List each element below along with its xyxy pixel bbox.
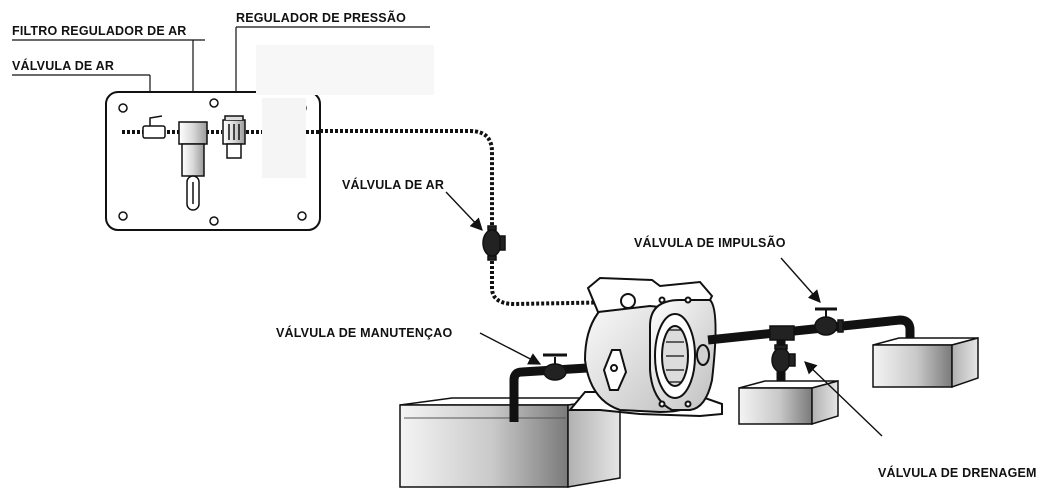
tee-fitting — [769, 325, 795, 341]
drain-valve — [771, 344, 796, 373]
pressure-regulator — [222, 115, 246, 159]
filter-regulator — [178, 121, 208, 211]
suction-pipe — [509, 361, 621, 422]
label-valvula-drenagem: VÁLVULA DE DRENAGEM — [878, 465, 1037, 480]
drain-tank — [738, 380, 839, 426]
label-valvula-impulsao: VÁLVULA DE IMPULSÃO — [634, 235, 786, 250]
callout-arrows — [445, 191, 883, 437]
maintenance-valve — [543, 353, 567, 381]
suction-tank — [399, 397, 621, 488]
panel-air-valve — [142, 115, 166, 139]
watermark-block — [262, 98, 306, 178]
discharge-valve — [814, 307, 844, 336]
label-filtro-regulador: FILTRO REGULADOR DE AR — [12, 24, 187, 38]
label-regulador-pressao: REGULADOR DE PRESSÃO — [236, 10, 406, 25]
inline-air-valve — [482, 225, 506, 261]
label-valvula-ar-painel: VÁLVULA DE AR — [12, 58, 114, 73]
diaphragm-pump — [567, 276, 723, 418]
label-valvula-ar-linha: VÁLVULA DE AR — [342, 177, 444, 192]
discharge-tank — [872, 337, 979, 389]
watermark-block — [256, 45, 434, 95]
label-valvula-manutencao: VÁLVULA DE MANUTENÇAO — [276, 325, 452, 340]
